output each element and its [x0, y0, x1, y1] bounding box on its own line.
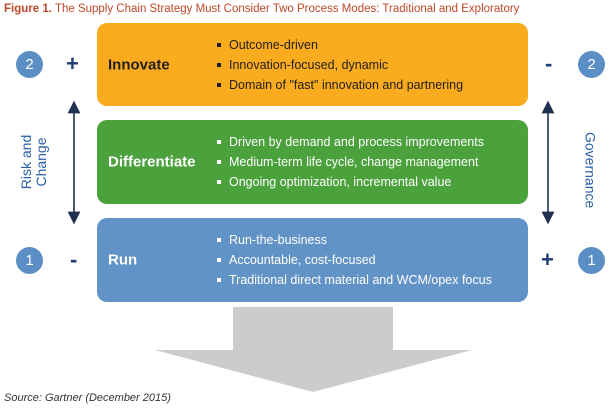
right-top-sign: - — [545, 51, 553, 76]
tier-run-bullets: Run-the-business Accountable, cost-focus… — [215, 230, 492, 290]
left-top-sign: + — [66, 51, 79, 76]
figure-label: Figure 1. — [4, 3, 52, 15]
figure-title-text: The Supply Chain Strategy Must Consider … — [54, 3, 520, 15]
risk-and-change-line2: Change — [33, 137, 49, 187]
tier-innovate-bullets: Outcome-driven Innovation-focused, dynam… — [215, 35, 463, 95]
bullet-item: Traditional direct material and WCM/opex… — [215, 270, 492, 290]
tier-run: Run Run-the-business Accountable, cost-f… — [97, 218, 528, 302]
left-top-number-badge: 2 — [16, 51, 43, 78]
tier-differentiate-bullets: Driven by demand and process improvement… — [215, 132, 484, 192]
bullet-item: Driven by demand and process improvement… — [215, 132, 484, 152]
tier-innovate-label: Innovate — [108, 56, 170, 73]
bullet-item: Run-the-business — [215, 230, 492, 250]
downward-block-arrow — [155, 307, 472, 392]
left-bottom-sign: - — [70, 247, 78, 272]
risk-and-change-label: Risk and Change — [18, 132, 49, 192]
bullet-item: Accountable, cost-focused — [215, 250, 492, 270]
bullet-item: Innovation-focused, dynamic — [215, 55, 463, 75]
left-bottom-number-badge: 1 — [16, 247, 43, 274]
risk-and-change-line1: Risk and — [18, 134, 34, 190]
source-note: Source: Gartner (December 2015) — [4, 392, 171, 404]
bullet-item: Outcome-driven — [215, 35, 463, 55]
bullet-item: Domain of "fast" innovation and partneri… — [215, 75, 463, 95]
bullet-item: Medium-term life cycle, change managemen… — [215, 152, 484, 172]
tier-innovate: Innovate Outcome-driven Innovation-focus… — [97, 23, 528, 106]
right-bottom-sign: + — [541, 247, 554, 272]
figure-title: Figure 1. The Supply Chain Strategy Must… — [4, 3, 519, 15]
tier-differentiate-label: Differentiate — [108, 153, 196, 171]
right-top-number-badge: 2 — [578, 51, 605, 78]
governance-label: Governance — [582, 132, 599, 209]
tier-differentiate: Differentiate Driven by demand and proce… — [97, 120, 528, 204]
tier-run-label: Run — [108, 251, 138, 269]
right-bottom-number-badge: 1 — [578, 247, 605, 274]
bullet-item: Ongoing optimization, incremental value — [215, 172, 484, 192]
